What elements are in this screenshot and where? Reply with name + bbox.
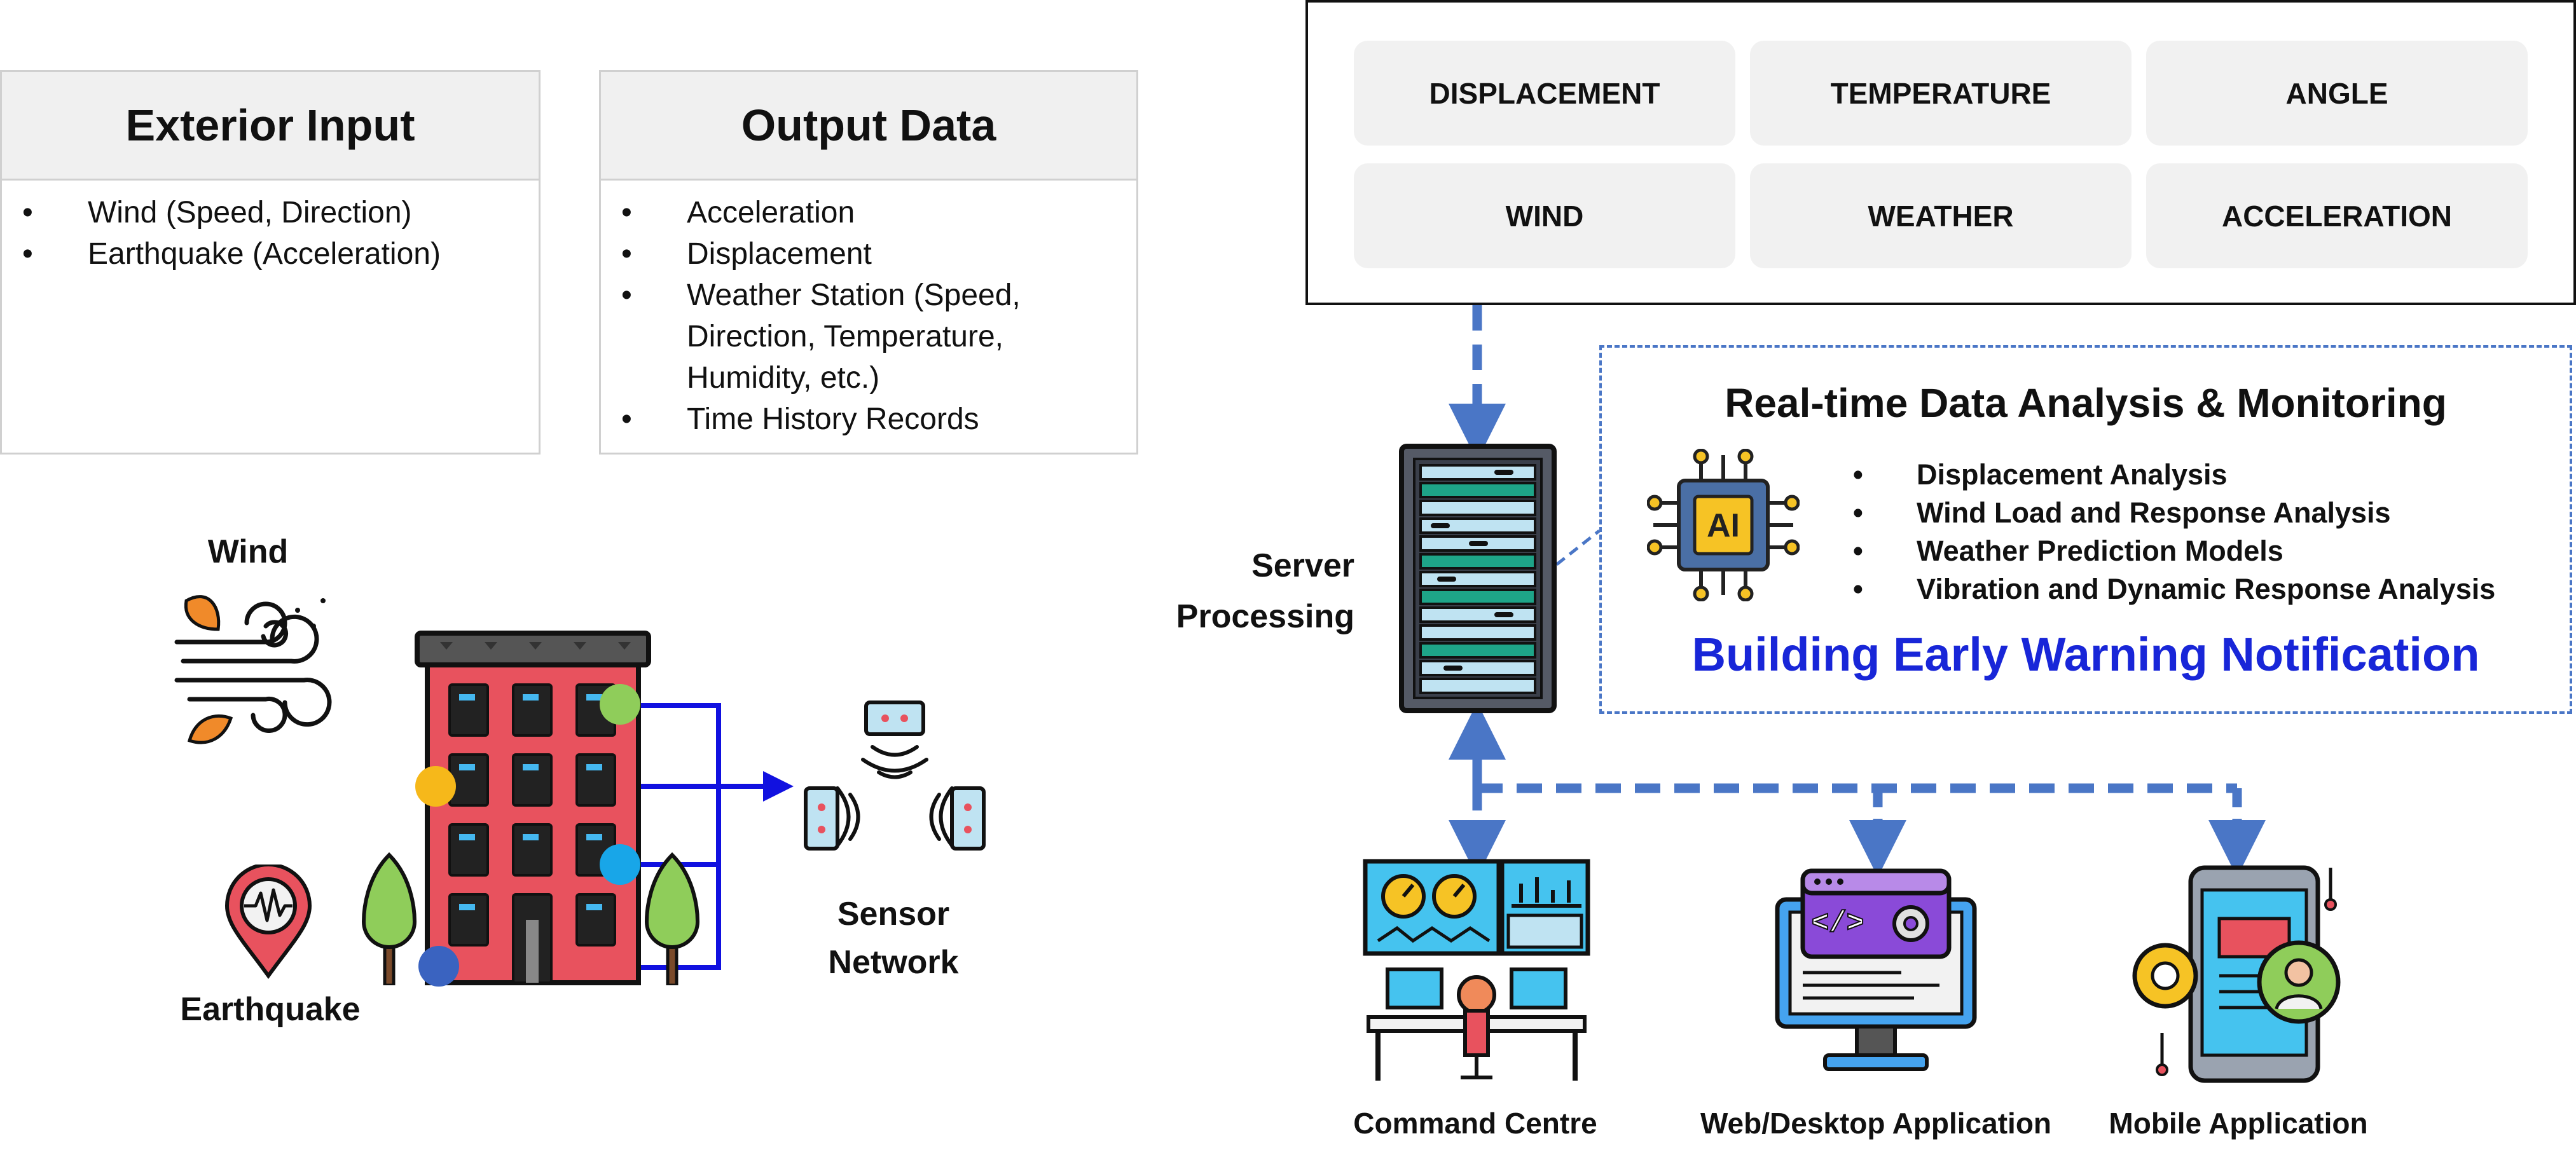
web-desktop-icon: </> bbox=[1775, 868, 1977, 1071]
data-type-chip: WIND bbox=[1354, 163, 1735, 268]
list-item-line: Weather Station (Speed, bbox=[687, 278, 1021, 312]
sensor-network-icon bbox=[804, 701, 986, 851]
list-item-line: Humidity, etc.) bbox=[687, 361, 880, 395]
sensor-dot bbox=[415, 766, 456, 807]
exterior-input-list: Wind (Speed, Direction) Earthquake (Acce… bbox=[2, 181, 539, 275]
server-label-line: Processing bbox=[1176, 598, 1354, 635]
sensor-network-label: Sensor Network bbox=[776, 890, 1011, 987]
list-item: Vibration and Dynamic Response Analysis bbox=[1853, 570, 2495, 608]
output-data-box: Output Data Acceleration Displacement We… bbox=[599, 70, 1138, 455]
analysis-title: Real-time Data Analysis & Monitoring bbox=[1725, 380, 2447, 426]
earthquake-pin-icon bbox=[224, 865, 312, 979]
earthquake-label: Earthquake bbox=[180, 991, 361, 1028]
svg-text:</>: </> bbox=[1812, 907, 1864, 940]
data-types-panel: DISPLACEMENT TEMPERATURE ANGLE WIND WEAT… bbox=[1305, 0, 2576, 305]
analysis-panel: Real-time Data Analysis & Monitoring Dis… bbox=[1599, 345, 2572, 714]
sensor-dot bbox=[600, 844, 640, 885]
list-item: Weather Prediction Models bbox=[1853, 532, 2495, 570]
command-centre-label: Command Centre bbox=[1353, 1107, 1597, 1140]
early-warning-title: Building Early Warning Notification bbox=[1691, 628, 2480, 681]
ai-chip-label: AI bbox=[1707, 507, 1740, 544]
data-type-chip: TEMPERATURE bbox=[1750, 41, 2132, 146]
exterior-input-box: Exterior Input Wind (Speed, Direction) E… bbox=[0, 70, 541, 455]
wind-label: Wind bbox=[207, 533, 289, 570]
mobile-app-label: Mobile Application bbox=[2109, 1107, 2368, 1140]
server-rack-icon bbox=[1399, 444, 1557, 713]
data-type-chip: WEATHER bbox=[1750, 163, 2132, 268]
server-label-line: Server bbox=[1251, 547, 1354, 584]
list-item: Acceleration bbox=[601, 192, 1136, 233]
ai-chip-icon: AI bbox=[1647, 449, 1800, 601]
server-to-analysis-link bbox=[1555, 530, 1601, 566]
sensor-label-line: Sensor bbox=[837, 896, 950, 933]
sensor-dot bbox=[600, 684, 640, 725]
exterior-input-title: Exterior Input bbox=[2, 72, 539, 181]
analysis-list: Displacement Analysis Wind Load and Resp… bbox=[1853, 456, 2495, 608]
output-data-list: Acceleration Displacement Weather Statio… bbox=[601, 181, 1136, 440]
tree-icon bbox=[644, 852, 700, 985]
web-desktop-label: Web/Desktop Application bbox=[1700, 1107, 2052, 1140]
list-item: Displacement Analysis bbox=[1853, 456, 2495, 494]
tree-icon bbox=[361, 852, 417, 985]
data-type-chip: ANGLE bbox=[2146, 41, 2528, 146]
sensor-dots bbox=[415, 684, 640, 987]
list-item: Earthquake (Acceleration) bbox=[2, 233, 539, 275]
data-type-chip: DISPLACEMENT bbox=[1354, 41, 1735, 146]
list-item-line: Direction, Temperature, bbox=[687, 320, 1003, 353]
output-data-title: Output Data bbox=[601, 72, 1136, 181]
list-item: Weather Station (Speed, Direction, Tempe… bbox=[601, 275, 1136, 399]
wind-icon bbox=[174, 595, 332, 744]
list-item: Wind (Speed, Direction) bbox=[2, 192, 539, 233]
list-item: Time History Records bbox=[601, 399, 1136, 440]
sensor-label-line: Network bbox=[828, 944, 959, 981]
list-item: Wind Load and Response Analysis bbox=[1853, 494, 2495, 532]
server-processing-label: Server Processing bbox=[1157, 540, 1354, 642]
list-item: Displacement bbox=[601, 233, 1136, 275]
data-type-chip: ACCELERATION bbox=[2146, 163, 2528, 268]
building-icon bbox=[415, 631, 651, 985]
command-centre-icon bbox=[1363, 859, 1590, 1081]
mobile-app-icon bbox=[2132, 865, 2341, 1083]
sensor-dot bbox=[418, 946, 459, 987]
